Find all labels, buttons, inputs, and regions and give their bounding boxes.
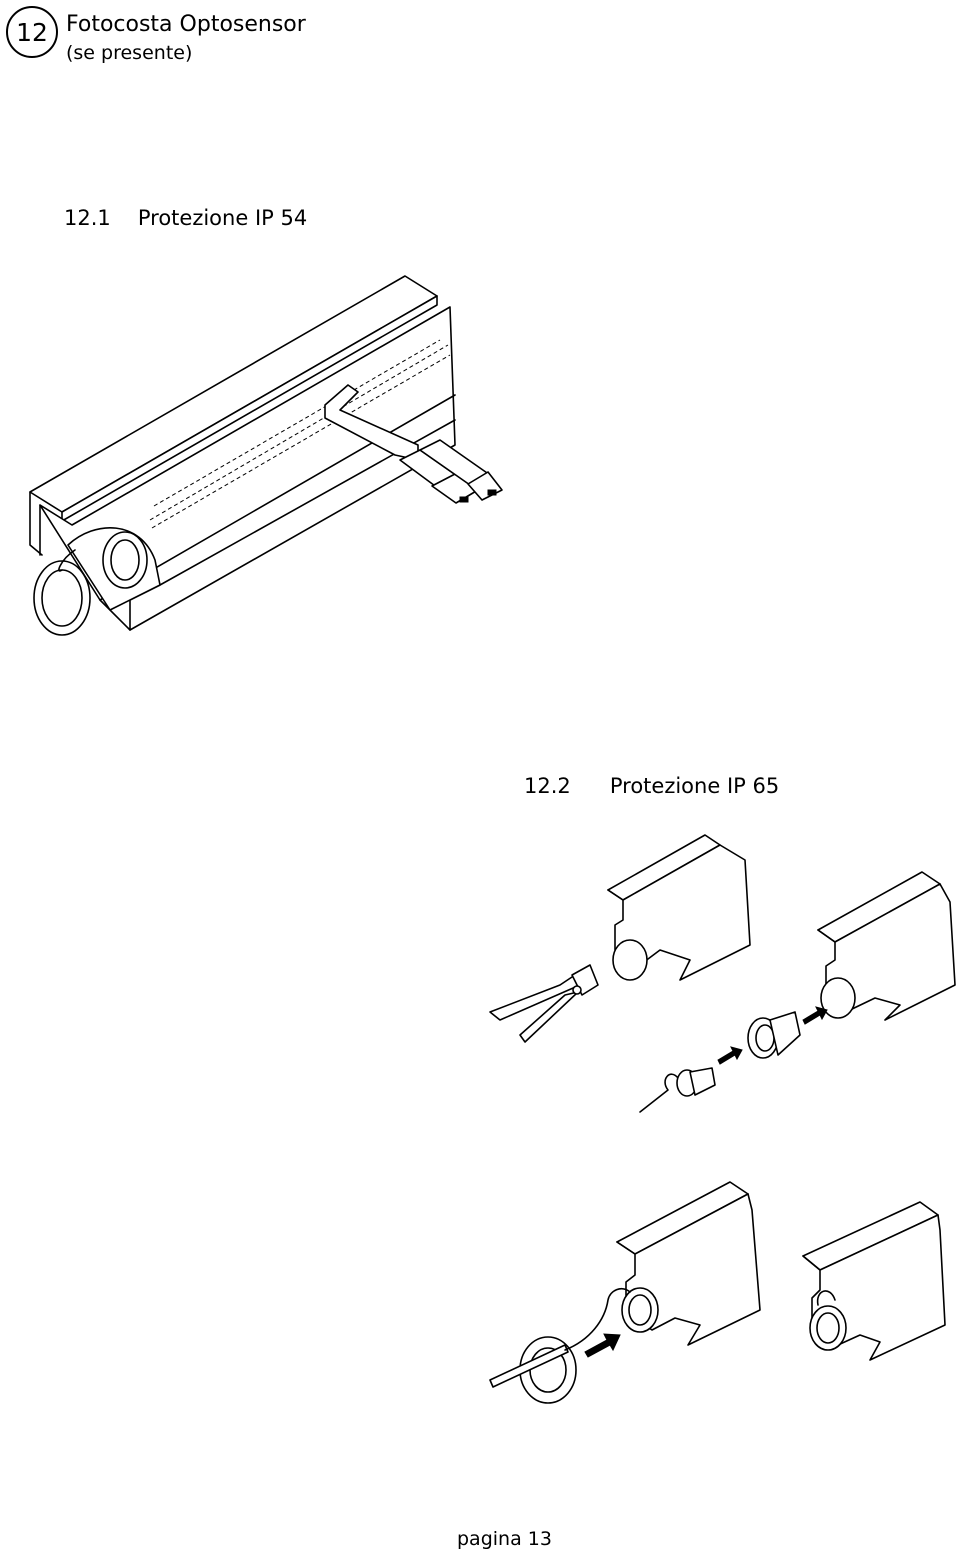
chapter-title: Fotocosta Optosensor [66, 12, 306, 37]
chapter-number: 12 [16, 17, 48, 47]
seal-ring [748, 1012, 800, 1058]
arrow-icon [585, 1334, 620, 1357]
page-number: pagina 13 [457, 1528, 552, 1550]
chapter-subtitle: (se presente) [66, 42, 193, 64]
sensor-lens [613, 940, 855, 1018]
section-title: Protezione IP 54 [137, 206, 308, 230]
sensor-cable [640, 1068, 715, 1112]
section-heading-ip65: 12.2 Protezione IP 65 [524, 773, 779, 799]
connector-plugs [400, 440, 502, 503]
section-title: Protezione IP 65 [609, 774, 780, 798]
sensor-lens [622, 1288, 846, 1350]
section-number: 12.1 [64, 206, 111, 230]
cable-loop [325, 385, 418, 460]
sensor-lens [34, 528, 160, 635]
section-heading-ip54: 12.1 Protezione IP 54 [64, 205, 307, 231]
pliers-icon [490, 965, 598, 1042]
cable-tie [490, 1289, 630, 1403]
arrow-icon [718, 1007, 827, 1064]
profile-rail [617, 1182, 945, 1360]
chapter-number-badge: 12 [6, 6, 58, 58]
section-number: 12.2 [524, 774, 571, 798]
